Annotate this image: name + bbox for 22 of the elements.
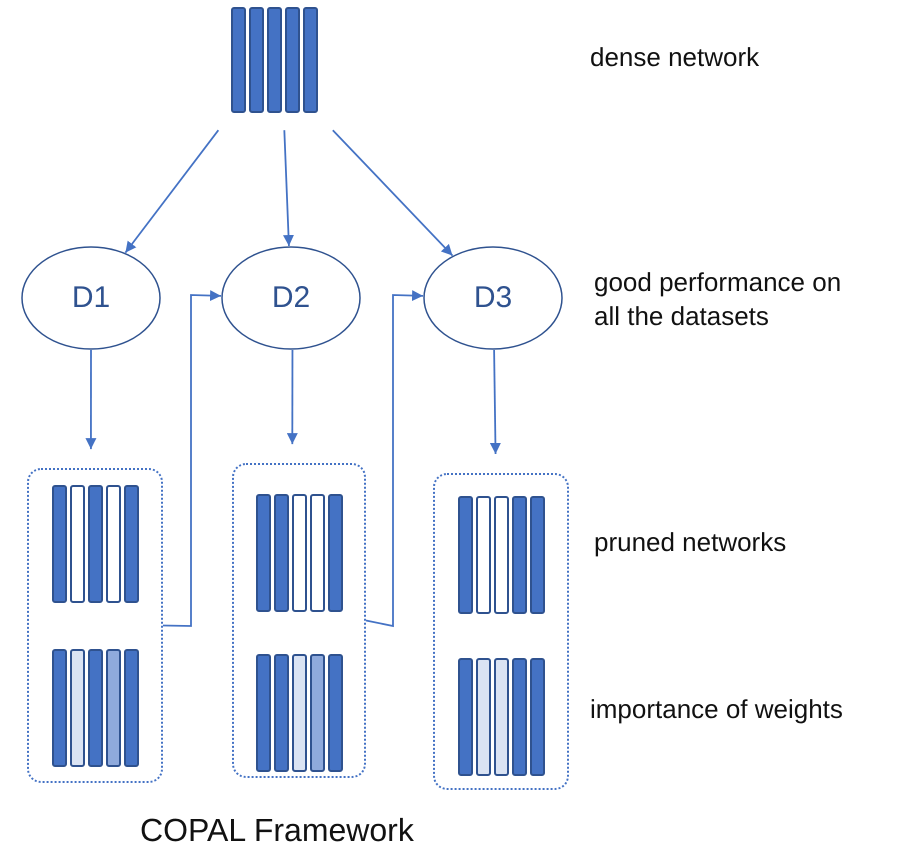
dataset-ellipse xyxy=(423,246,563,350)
dataset-label: D1 xyxy=(70,280,112,316)
dataset-ellipse xyxy=(21,246,161,350)
arrow xyxy=(286,350,298,444)
arrow xyxy=(283,130,294,246)
annotation-text: good performance on all the datasets xyxy=(594,266,842,333)
arrow xyxy=(366,290,424,628)
dataset-ellipse xyxy=(221,246,361,350)
pruned-network-panel xyxy=(433,473,569,790)
dataset-label: D3 xyxy=(472,280,514,316)
pruned-network-panel xyxy=(27,468,163,783)
pruned-network-panel xyxy=(232,463,366,778)
dataset-label: D2 xyxy=(270,280,312,316)
arrow xyxy=(490,350,501,454)
annotation-text: dense network xyxy=(590,41,760,74)
annotation-text: importance of weights xyxy=(590,693,844,726)
arrow xyxy=(85,350,96,450)
arrow xyxy=(124,130,220,254)
arrow xyxy=(162,290,222,627)
arrow xyxy=(332,130,454,256)
caption: COPAL Framework xyxy=(140,811,414,850)
annotation-text: pruned networks xyxy=(594,526,788,559)
